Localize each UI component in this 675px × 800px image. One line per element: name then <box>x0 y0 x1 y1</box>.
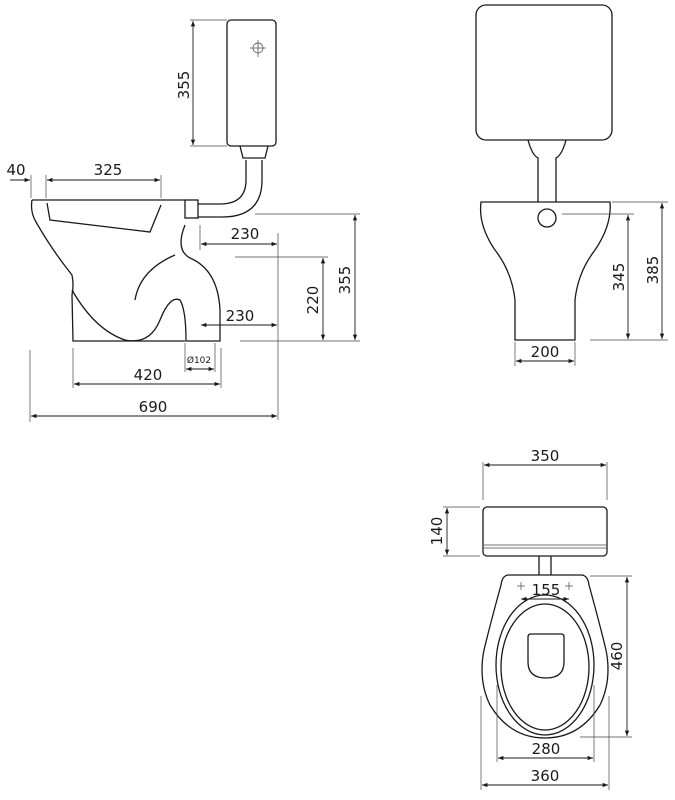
inlet-hole <box>537 208 557 228</box>
trap-inner <box>134 254 176 301</box>
side-view: 355 40 325 230 230 220 355 Ø102 420 690 <box>6 19 360 422</box>
bowl-top <box>481 574 609 739</box>
flush-button-icon <box>250 40 266 57</box>
dim-total-length: 690 <box>139 398 168 416</box>
dim-fixing-distance: 155 <box>532 581 561 599</box>
dim-inlet-height: 355 <box>336 266 354 295</box>
dim-rim-offset: 40 <box>6 161 25 179</box>
dim-front-inlet-height: 345 <box>610 263 628 292</box>
dim-inlet-offset: 230 <box>231 225 260 243</box>
seat-inner <box>500 603 590 731</box>
dim-tank-depth: 140 <box>428 517 446 546</box>
bowl-outline <box>30 199 185 342</box>
dim-bowl-width: 360 <box>531 767 560 785</box>
dim-front-base-width: 200 <box>531 343 560 361</box>
bowl-front <box>479 201 611 341</box>
bowl-inner <box>46 202 162 233</box>
dim-tank-width: 350 <box>531 447 560 465</box>
bowl-opening-top <box>527 633 565 679</box>
front-view: 345 385 200 <box>475 4 668 366</box>
dim-outlet-offset: 230 <box>226 307 255 325</box>
fixing-hole-icon <box>565 582 573 590</box>
cistern-outlet <box>239 145 269 159</box>
dim-bowl-length: 460 <box>608 642 626 671</box>
dim-front-total-height: 385 <box>644 256 662 285</box>
dim-tank-height: 355 <box>175 71 193 100</box>
dim-bowl-opening: 325 <box>94 161 123 179</box>
dim-seat-width: 280 <box>532 740 561 758</box>
trap-outline <box>71 224 221 342</box>
top-view: 350 140 155 460 280 360 <box>428 447 632 790</box>
pipe-top <box>538 556 552 575</box>
flush-pipe-front <box>527 139 567 202</box>
dim-outlet-diameter: Ø102 <box>187 355 211 366</box>
flush-pipe <box>198 160 263 218</box>
fixing-hole-icon <box>517 582 525 590</box>
dim-base-length: 420 <box>134 366 163 384</box>
cistern-side <box>226 19 277 147</box>
inlet-connector <box>184 199 199 219</box>
cistern-top <box>482 506 608 557</box>
cistern-front <box>475 4 613 141</box>
dim-outlet-height: 220 <box>304 286 322 315</box>
seat-outer <box>495 594 595 736</box>
